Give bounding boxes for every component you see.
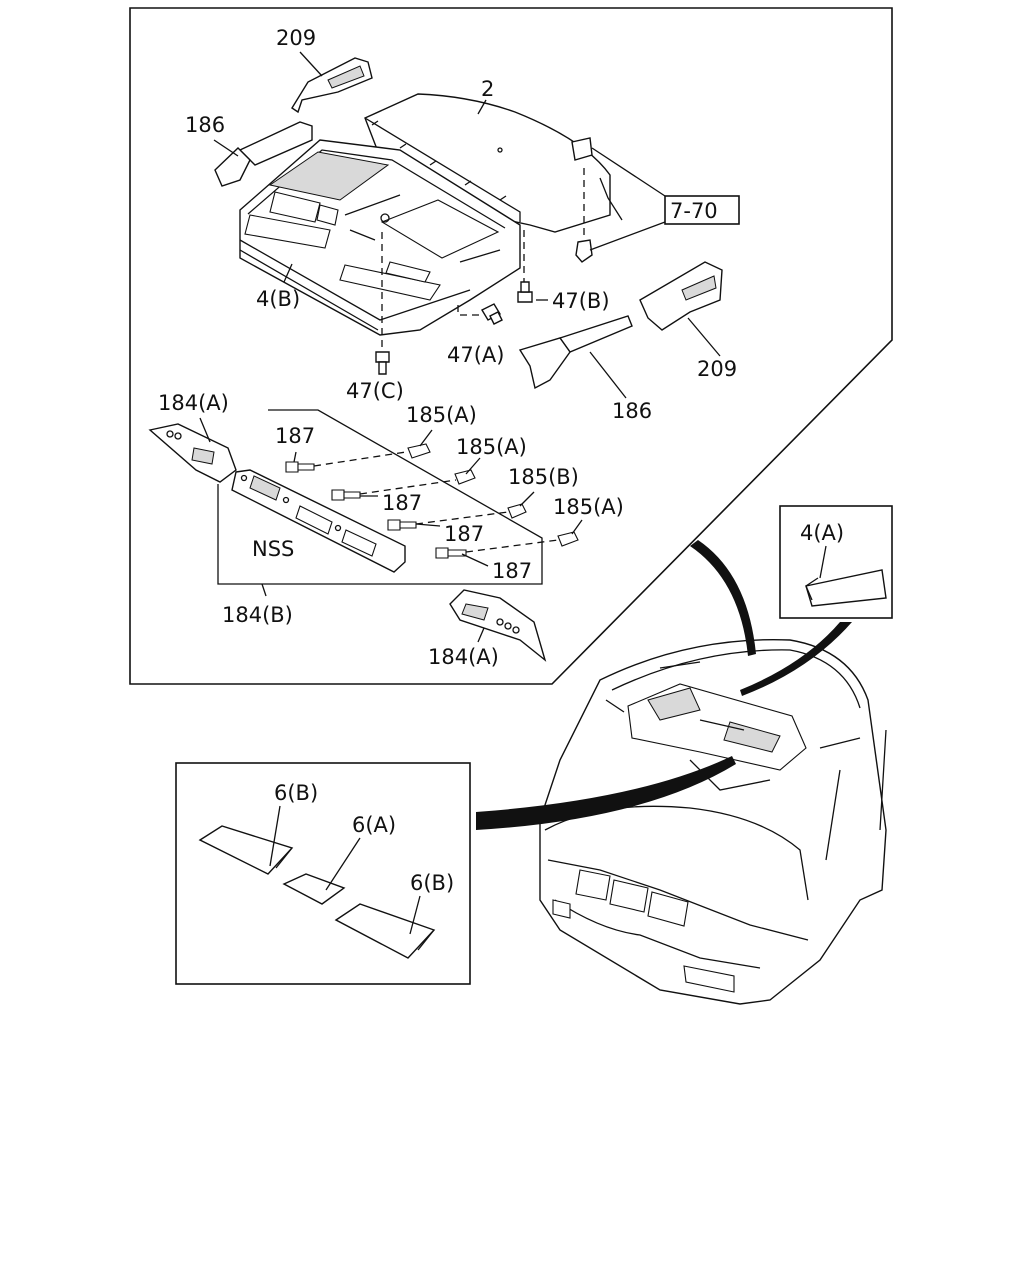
leader-209-right — [687, 317, 721, 357]
console-strip-184B — [231, 469, 406, 573]
leader-4A — [819, 545, 827, 579]
label-209-top: 209 — [276, 26, 316, 50]
clip-185A-3 — [557, 531, 579, 547]
leader-4B — [283, 263, 293, 283]
clip-47C — [375, 351, 390, 375]
leader-185B — [519, 491, 535, 507]
screw-187-4 — [435, 547, 467, 559]
screw-line-2 — [359, 479, 457, 495]
label-47A: 47(A) — [447, 343, 504, 367]
label-4B: 4(B) — [256, 287, 300, 311]
leader-209-top — [299, 51, 323, 77]
label-2: 2 — [481, 77, 494, 101]
label-186-top: 186 — [185, 113, 225, 137]
pad-6B-right — [334, 903, 436, 959]
main-detail-frame — [129, 7, 893, 685]
label-47B: 47(B) — [552, 289, 610, 313]
leader-6B-1 — [269, 805, 281, 867]
screw-line-1 — [313, 451, 407, 467]
label-6B-1: 6(B) — [274, 781, 318, 805]
pillar-trim-209-left — [291, 57, 373, 114]
pillar-trim-209-right — [639, 261, 723, 331]
label-184A-top: 184(A) — [158, 391, 229, 415]
screw-line-4 — [465, 539, 559, 553]
leader-186-top — [213, 139, 239, 157]
clip-7-70 — [571, 137, 666, 263]
headlining-panel — [364, 93, 623, 233]
leader-185A-1 — [419, 429, 433, 447]
label-184A-bottom: 184(A) — [428, 645, 499, 669]
label-185A-2: 185(A) — [456, 435, 527, 459]
leader-187-4 — [461, 553, 489, 567]
screw-187-2 — [331, 489, 361, 501]
leader-187-1 — [293, 451, 297, 463]
label-6A: 6(A) — [352, 813, 396, 837]
leader-186-right — [589, 351, 627, 399]
label-NSS: NSS — [252, 537, 294, 561]
pad-6B-left — [198, 825, 294, 875]
label-209-right: 209 — [697, 357, 737, 381]
screw-187-1 — [285, 461, 315, 473]
clip-185A-2 — [454, 469, 476, 485]
label-185B: 185(B) — [508, 465, 579, 489]
label-187-1: 187 — [275, 424, 315, 448]
leader-2 — [477, 99, 487, 115]
lamp-cover-184A-top — [148, 423, 237, 483]
screw-line-3 — [415, 511, 509, 525]
leader-187-3 — [415, 523, 441, 527]
label-47C: 47(C) — [346, 379, 404, 403]
leader-184A-bottom — [477, 627, 485, 643]
screw-187-3 — [387, 519, 417, 531]
label-6B-2: 6(B) — [410, 871, 454, 895]
clip-185A-1 — [407, 443, 431, 459]
label-4A: 4(A) — [800, 521, 844, 545]
leader-185A-2 — [465, 457, 481, 475]
callout-sweep-4A — [740, 622, 852, 696]
clip-47B — [517, 281, 533, 303]
ref-box-7-70 — [664, 195, 740, 225]
pad-4A — [805, 569, 887, 607]
inset-box-6 — [175, 762, 471, 985]
callout-sweep-6 — [476, 756, 736, 830]
trim-186-right — [518, 315, 633, 390]
label-185A-3: 185(A) — [553, 495, 624, 519]
label-187-3: 187 — [444, 522, 484, 546]
truck-cab-illustration — [539, 638, 887, 1005]
console-subframe — [217, 409, 543, 585]
label-184B: 184(B) — [222, 603, 293, 627]
label-185A-1: 185(A) — [406, 403, 477, 427]
lamp-cover-184A-bottom — [449, 589, 547, 662]
trim-186-left — [214, 121, 313, 187]
pad-6A — [282, 873, 346, 905]
leader-6B-2 — [409, 895, 421, 935]
leader-184B — [261, 583, 267, 597]
label-187-4: 187 — [492, 559, 532, 583]
leader-185A-3 — [571, 519, 583, 535]
clip-47A — [481, 303, 503, 325]
callout-sweep-top — [690, 540, 756, 656]
label-186-right: 186 — [612, 399, 652, 423]
label-7-70: 7-70 — [670, 199, 718, 223]
ceiling-console-frame — [239, 139, 521, 336]
leader-6A — [325, 837, 361, 891]
clip-185B — [507, 503, 527, 519]
inset-box-4A — [779, 505, 893, 619]
leader-184A-top — [199, 417, 211, 443]
leader-47A-dash — [457, 305, 482, 316]
label-187-2: 187 — [382, 491, 422, 515]
